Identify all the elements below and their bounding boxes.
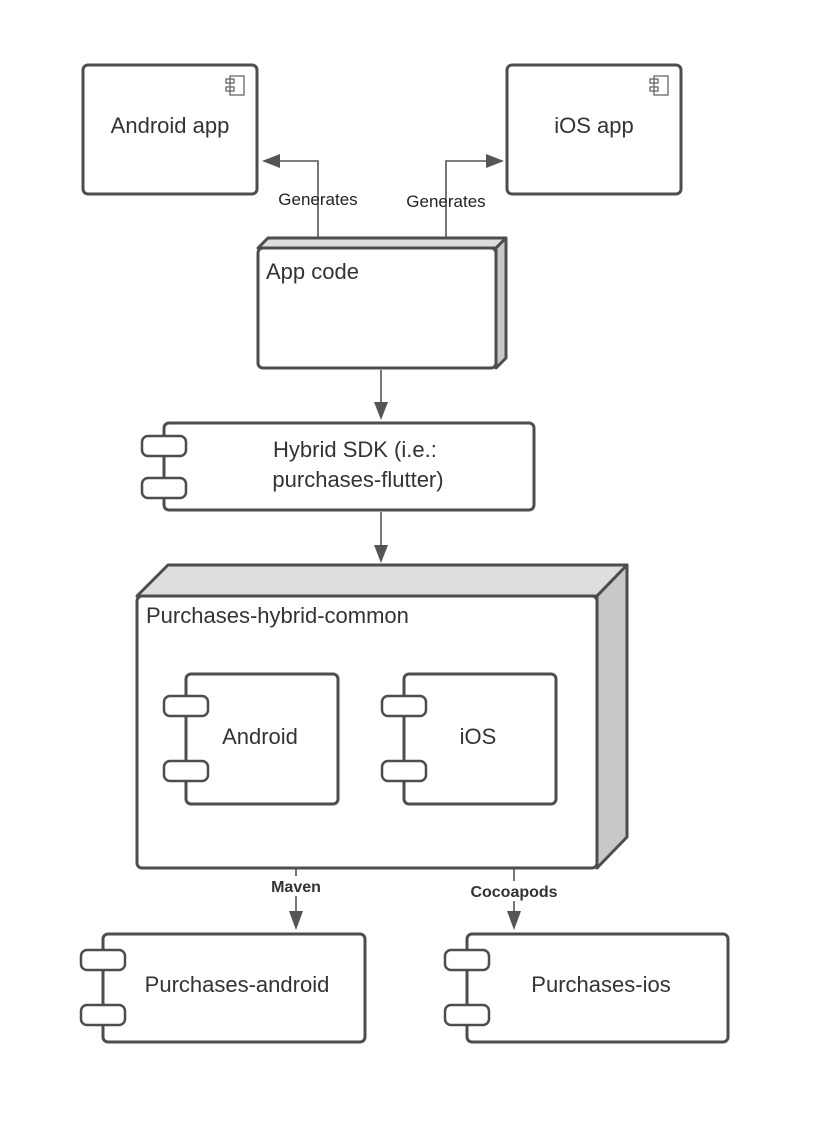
node-label-android: Android [222, 724, 298, 749]
node-app-code: App code [256, 236, 508, 370]
node-purchases-android: Purchases-android [79, 932, 367, 1044]
edge-app-code-to-ios-app: Generates [406, 154, 504, 237]
node-label-purchases-ios: Purchases-ios [531, 972, 670, 997]
component-icon [649, 75, 669, 96]
node-ios: iOS [380, 672, 558, 806]
node-label-ios: iOS [460, 724, 497, 749]
edge-label-generates-android: Generates [278, 190, 357, 209]
node-purchases-ios: Purchases-ios [443, 932, 730, 1044]
node-label-app-code: App code [266, 259, 359, 284]
edge-label-cocoapods: Cocoapods [470, 884, 557, 901]
node-label-ios-app: iOS app [554, 113, 634, 138]
node-label-purchases-hybrid-common: Purchases-hybrid-common [146, 603, 409, 628]
node-label-purchases-android: Purchases-android [145, 972, 330, 997]
node-ios-app: iOS app [505, 63, 683, 196]
node-hybrid-sdk: Hybrid SDK (i.e.: purchases-flutter) [140, 421, 536, 512]
edge-android-to-purchases-android: Maven [262, 805, 330, 930]
edge-app-code-to-hybrid-sdk [374, 370, 388, 420]
edge-label-maven: Maven [271, 879, 321, 896]
node-label-hybrid-sdk: Hybrid SDK (i.e.: purchases-flutter) [272, 437, 443, 492]
node-android-app: Android app [81, 63, 259, 196]
edge-hybrid-sdk-to-purchases-hybrid-common [374, 512, 388, 563]
edge-app-code-to-android-app: Generates [262, 154, 358, 237]
edge-label-generates-ios: Generates [406, 192, 485, 211]
component-icon [225, 75, 245, 96]
node-label-android-app: Android app [111, 113, 230, 138]
node-android: Android [162, 672, 340, 806]
